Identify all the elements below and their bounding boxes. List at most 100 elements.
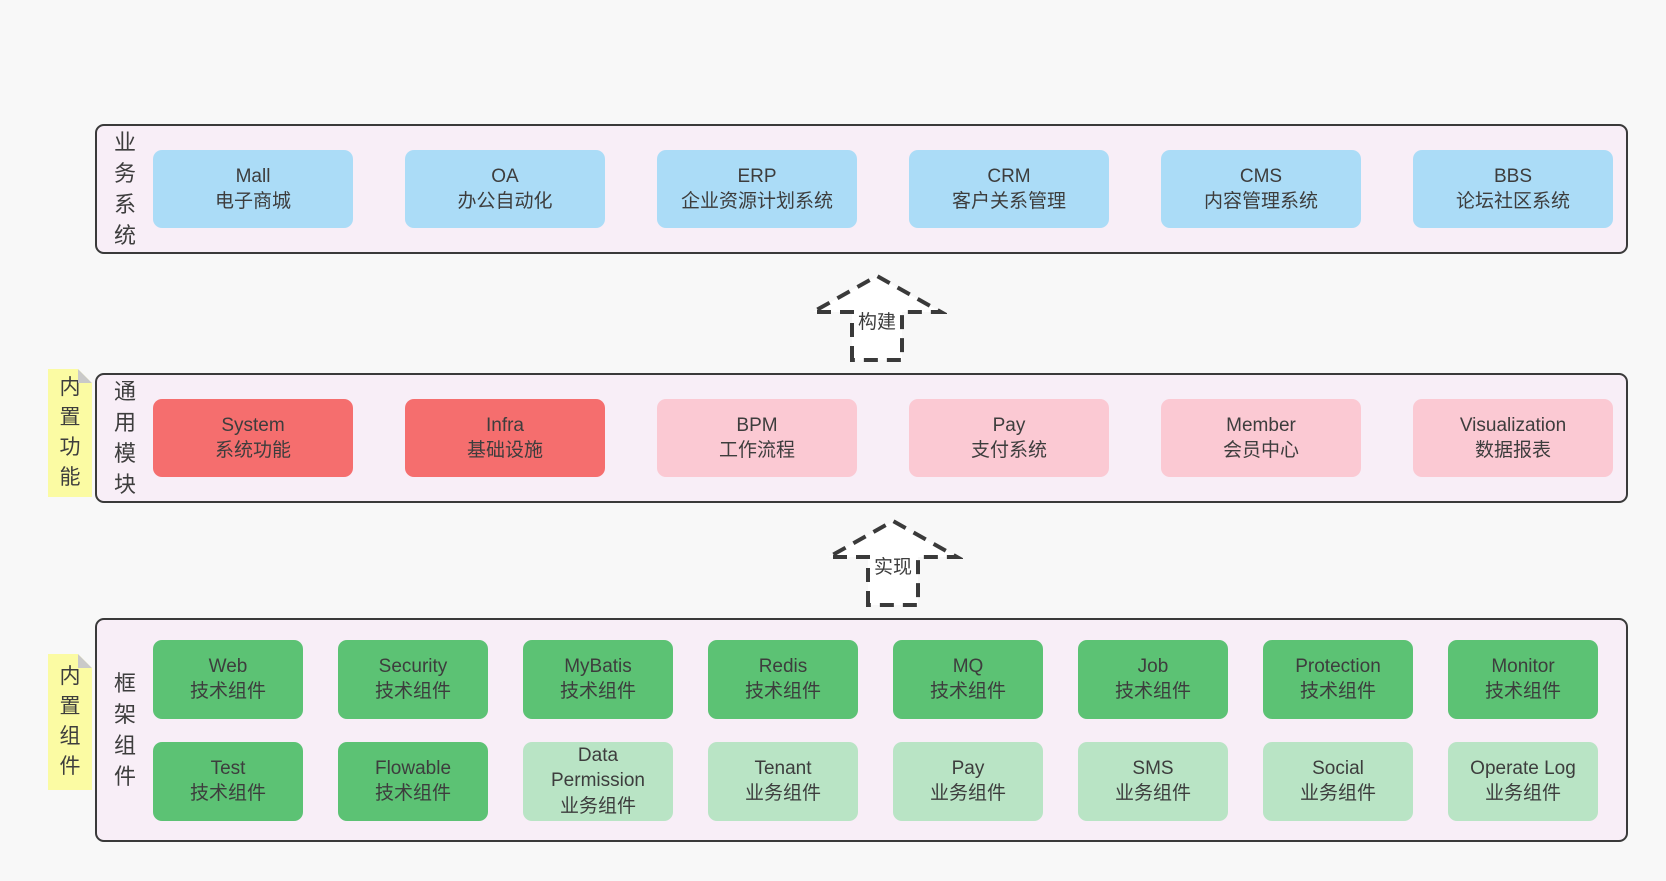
panel-label-text: 框架组件 [113, 670, 136, 790]
panel-label-modules: 通用模块 [97, 376, 153, 501]
box-subtitle: 技术组件 [1299, 681, 1376, 702]
box-sms: SMS 业务组件 [1078, 741, 1228, 821]
box-operate-log: Operate Log 业务组件 [1448, 741, 1598, 821]
box-title: Mall [235, 165, 271, 187]
box-cms: CMS 内容管理系统 [1161, 150, 1361, 228]
box-title: Pay [992, 414, 1026, 436]
panel-business-systems: 业务系统 Mall 电子商城 OA 办公自动化 ERP 企业资源计划系统 CRM… [95, 124, 1628, 254]
panel-label-text: 业务系统 [113, 129, 136, 249]
implement-arrow-up-icon: 实现 [823, 517, 963, 607]
box-subtitle: 技术组件 [744, 681, 821, 702]
panel-label-business: 业务系统 [97, 127, 153, 252]
box-oa: OA 办公自动化 [405, 150, 605, 228]
box-subtitle: 业务组件 [1484, 783, 1561, 804]
box-title: BBS [1493, 165, 1533, 187]
box-subtitle: 数据报表 [1474, 440, 1551, 461]
box-title: OA [491, 165, 519, 187]
note-label: 内置功能 [59, 376, 81, 489]
box-subtitle: 业务组件 [1299, 783, 1376, 804]
box-bpm: BPM 工作流程 [657, 399, 857, 477]
box-subtitle: 电子商城 [214, 191, 291, 212]
box-title: SMS [1132, 757, 1174, 779]
box-crm: CRM 客户关系管理 [909, 150, 1109, 228]
box-title: Test [210, 757, 246, 779]
box-subtitle: 客户关系管理 [951, 191, 1066, 212]
box-title: Operate Log [1470, 757, 1576, 779]
box-monitor: Monitor 技术组件 [1448, 639, 1598, 719]
box-security: Security 技术组件 [338, 639, 488, 719]
box-subtitle: 技术组件 [929, 681, 1006, 702]
box-subtitle: 工作流程 [718, 440, 795, 461]
box-test: Test 技术组件 [153, 741, 303, 821]
box-subtitle: 技术组件 [189, 681, 266, 702]
panel-framework-components: 框架组件 Web 技术组件 Security 技术组件 MyBatis 技术组件… [95, 618, 1628, 842]
box-title: CMS [1239, 165, 1283, 187]
box-title: MQ [952, 655, 984, 677]
box-subtitle: 会员中心 [1222, 440, 1299, 461]
box-title: Monitor [1491, 655, 1555, 677]
box-social: Social 业务组件 [1263, 741, 1413, 821]
sticky-note-builtin-components: 内置组件 [48, 654, 92, 790]
box-title: Data Permission [551, 745, 645, 792]
box-title: Social [1312, 757, 1364, 779]
box-title: MyBatis [564, 655, 632, 677]
box-subtitle: 技术组件 [1114, 681, 1191, 702]
box-title: ERP [737, 165, 777, 187]
box-subtitle: 技术组件 [189, 783, 266, 804]
box-web: Web 技术组件 [153, 639, 303, 719]
box-title: Job [1137, 655, 1169, 677]
folded-corner-icon [78, 654, 92, 668]
box-title: Member [1226, 414, 1296, 436]
box-subtitle: 系统功能 [214, 440, 291, 461]
sticky-note-builtin-features: 内置功能 [48, 369, 92, 497]
box-title: CRM [987, 165, 1031, 187]
box-subtitle: 业务组件 [1114, 783, 1191, 804]
box-title: Protection [1295, 655, 1381, 677]
box-title: Infra [485, 414, 525, 436]
note-label: 内置组件 [59, 665, 81, 778]
box-protection: Protection 技术组件 [1263, 639, 1413, 719]
box-title: Pay [951, 757, 985, 779]
box-subtitle: 基础设施 [466, 440, 543, 461]
box-mybatis: MyBatis 技术组件 [523, 639, 673, 719]
box-subtitle: 办公自动化 [457, 191, 553, 212]
box-bbs: BBS 论坛社区系统 [1413, 150, 1613, 228]
box-system: System 系统功能 [153, 399, 353, 477]
box-title: System [221, 414, 285, 436]
box-job: Job 技术组件 [1078, 639, 1228, 719]
box-title: Security [378, 655, 448, 677]
business-boxes-row: Mall 电子商城 OA 办公自动化 ERP 企业资源计划系统 CRM 客户关系… [153, 150, 1627, 228]
box-pay-module: Pay 支付系统 [909, 399, 1109, 477]
box-subtitle: 技术组件 [374, 783, 451, 804]
box-subtitle: 业务组件 [929, 783, 1006, 804]
box-subtitle: 技术组件 [559, 681, 636, 702]
box-tenant: Tenant 业务组件 [708, 741, 858, 821]
panel-label-components: 框架组件 [97, 668, 153, 793]
box-member: Member 会员中心 [1161, 399, 1361, 477]
box-mq: MQ 技术组件 [893, 639, 1043, 719]
box-title: Web [208, 655, 248, 677]
box-title: Visualization [1459, 414, 1567, 436]
box-subtitle: 内容管理系统 [1203, 191, 1318, 212]
box-title: Redis [758, 655, 808, 677]
build-arrow-label: 构建 [854, 306, 900, 335]
panel-label-text: 通用模块 [113, 378, 136, 498]
modules-boxes-row: System 系统功能 Infra 基础设施 BPM 工作流程 Pay 支付系统… [153, 399, 1627, 477]
box-pay-component: Pay 业务组件 [893, 741, 1043, 821]
box-mall: Mall 电子商城 [153, 150, 353, 228]
box-data-permission: Data Permission 业务组件 [523, 741, 673, 821]
implement-arrow-label: 实现 [870, 551, 916, 580]
box-infra: Infra 基础设施 [405, 399, 605, 477]
build-arrow-up-icon: 构建 [807, 272, 947, 362]
box-subtitle: 企业资源计划系统 [680, 191, 833, 212]
box-flowable: Flowable 技术组件 [338, 741, 488, 821]
components-boxes-grid: Web 技术组件 Security 技术组件 MyBatis 技术组件 Redi… [153, 639, 1626, 821]
box-subtitle: 业务组件 [559, 795, 636, 817]
box-subtitle: 论坛社区系统 [1455, 191, 1570, 212]
box-subtitle: 技术组件 [374, 681, 451, 702]
box-redis: Redis 技术组件 [708, 639, 858, 719]
box-title: Flowable [374, 757, 452, 779]
box-subtitle: 业务组件 [744, 783, 821, 804]
box-title: BPM [736, 414, 778, 436]
